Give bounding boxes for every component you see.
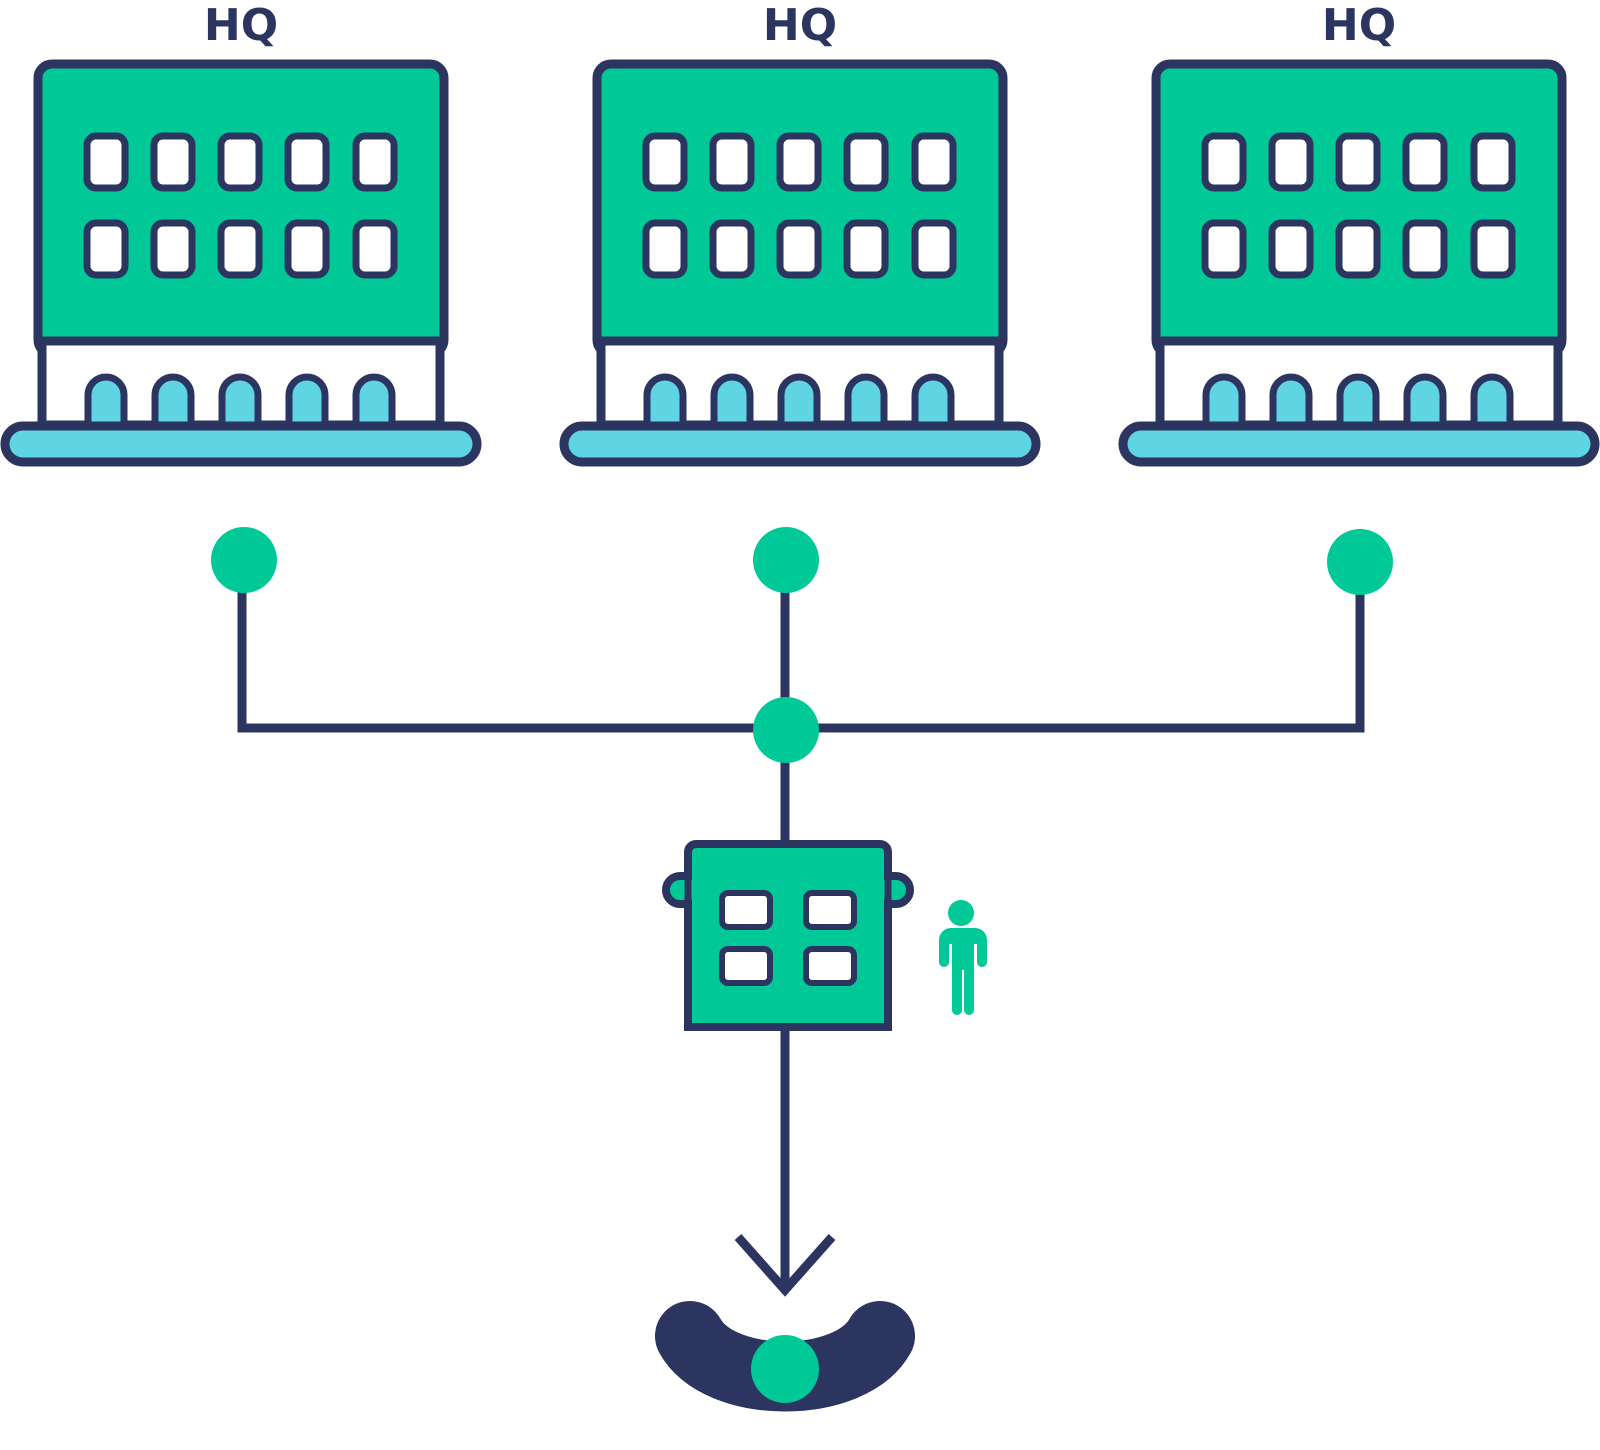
hq-building-icon xyxy=(0,59,482,467)
branch-building-icon xyxy=(662,840,914,1031)
customer-hands-icon xyxy=(655,1301,915,1412)
customer-head xyxy=(751,1335,819,1403)
hq-building-2: HQ xyxy=(559,0,1041,467)
connector-left xyxy=(237,560,785,733)
person-icon xyxy=(939,900,987,1015)
connector-right xyxy=(785,562,1365,733)
node-hub xyxy=(753,697,819,763)
hq-building-icon xyxy=(1118,59,1600,467)
hq-label-2: HQ xyxy=(763,0,837,51)
arrow-down-icon xyxy=(734,1234,836,1297)
hq-label-1: HQ xyxy=(204,0,278,51)
hq-building-icon xyxy=(559,59,1041,467)
hq-building-3: HQ xyxy=(1118,0,1600,467)
node-left xyxy=(211,527,277,593)
hq-building-1: HQ xyxy=(0,0,482,467)
hq-label-3: HQ xyxy=(1322,0,1396,51)
connector-nodes xyxy=(211,527,1393,763)
node-center-top xyxy=(753,527,819,593)
node-right xyxy=(1327,529,1393,595)
